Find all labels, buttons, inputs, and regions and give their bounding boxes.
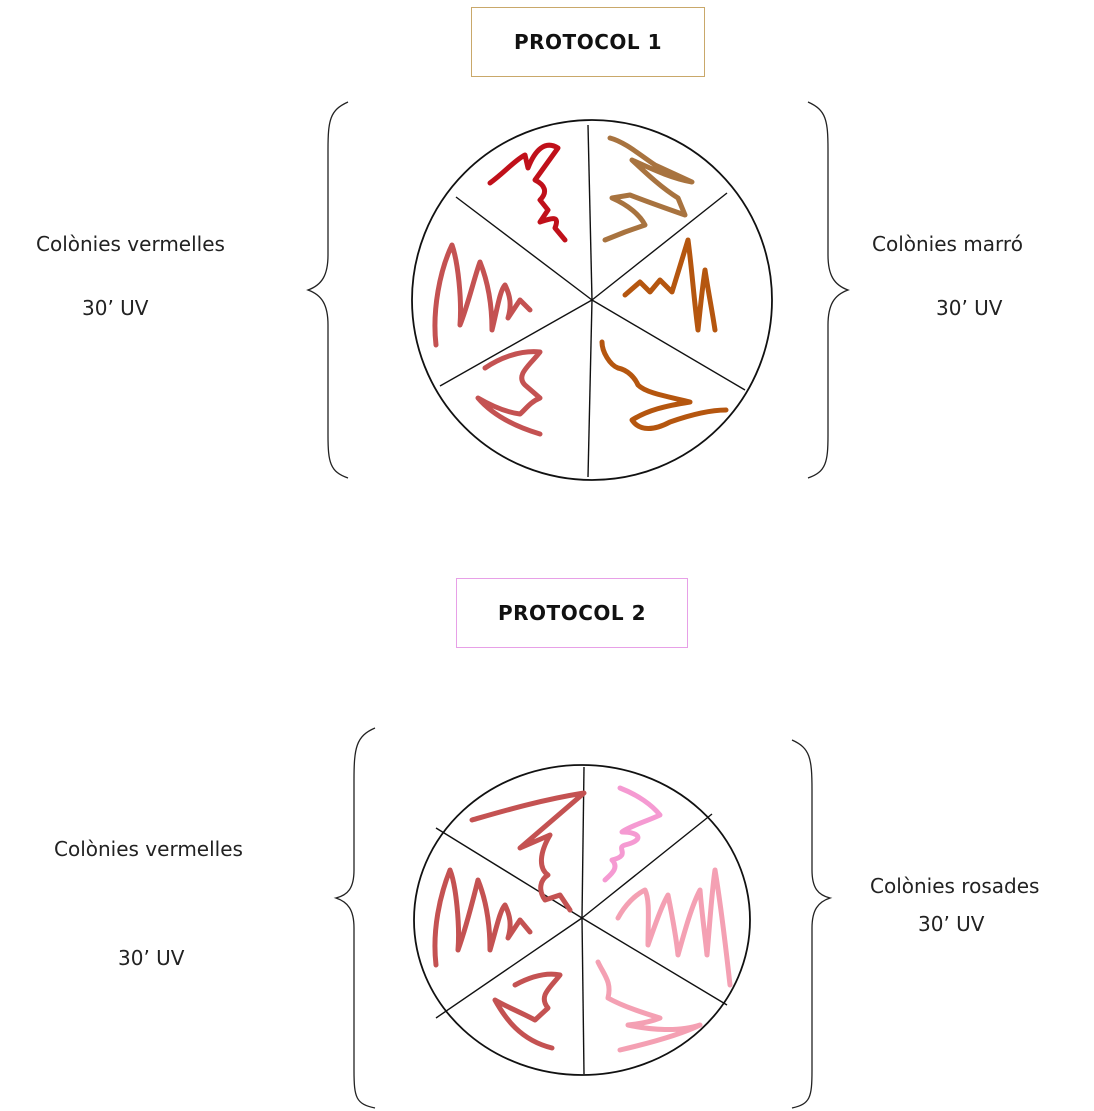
protocol-2-streak-left-middle [432,867,533,968]
protocol-2-streak-right-bottom [595,959,703,1053]
protocol-1-right-brace [807,101,850,479]
protocol-2-title: PROTOCOL 2 [456,578,688,648]
protocol-2-streak-right-middle [615,867,733,988]
protocol-1-petri-dish [411,119,773,481]
protocol-2-streak-left-bottom [492,971,563,1051]
protocol-2-right-sublabel: 30’ UV [918,912,985,936]
protocol-1-right-sublabel: 30’ UV [936,296,1003,320]
protocol-1-streak-right-middle [622,237,718,333]
protocol-2-diagram [333,727,833,1109]
protocol-2-petri-dish [413,764,751,1076]
protocol-1-left-label: Colònies vermelles [36,232,225,256]
protocol-2-left-sublabel: 30’ UV [118,946,185,970]
protocol-1-streak-right-top [602,135,695,243]
protocol-1-title: PROTOCOL 1 [471,7,705,77]
protocol-1-streak-left-bottom [475,349,543,437]
protocol-2-left-label: Colònies vermelles [54,837,243,861]
protocol-2-streak-left-top [469,790,587,913]
protocol-1-diagram [306,101,850,481]
protocol-1-left-sublabel: 30’ UV [82,296,149,320]
protocol-1-left-brace [306,101,349,479]
protocol-1-streak-left-top [487,142,568,243]
protocol-1-right-label: Colònies marró [872,232,1023,256]
protocol-1-streak-right-bottom [599,339,729,431]
protocol-2-streak-right-top [602,785,663,883]
protocol-2-right-label: Colònies rosades [870,874,1040,898]
protocol-2-right-brace [791,739,833,1109]
protocol-1-dish-dividers [439,124,746,478]
protocol-2-left-brace [333,727,376,1109]
protocol-1-streak-left-middle [432,242,533,348]
